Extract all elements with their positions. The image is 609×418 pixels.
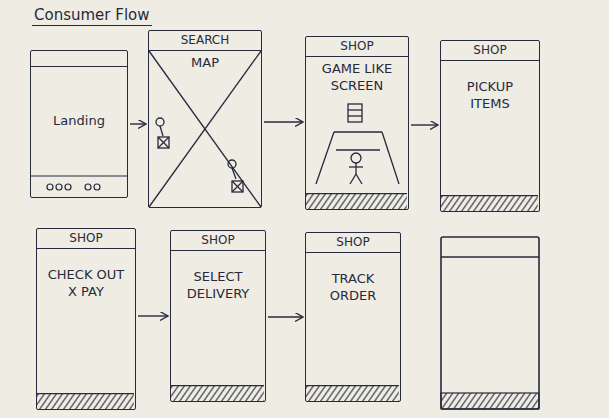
screen-body: CHECK OUT X PAY [37, 249, 135, 393]
hatched-nav-bar [306, 385, 399, 401]
screen-body: Landing [31, 67, 127, 175]
phone-screen: SHOP CHECK OUT X PAY [36, 228, 136, 410]
screen-header: SEARCH [149, 31, 261, 51]
phone-screen: SEARCH MAP [148, 30, 262, 208]
screen-label: CHECK OUT X PAY [43, 267, 129, 301]
flow-arrow [411, 124, 438, 125]
hatched-nav-bar [306, 193, 407, 209]
screen-label: SELECT DELIVERY [177, 269, 259, 303]
screen-header: SHOP [306, 233, 400, 253]
screen-label: PICKUP ITEMS [447, 79, 533, 113]
flow-arrow [268, 316, 303, 317]
screen-body: TRACK ORDER [306, 253, 400, 385]
screen-body: PICKUP ITEMS [441, 61, 539, 195]
screen-header: SHOP [37, 229, 135, 249]
diagram-title: Consumer Flow [32, 6, 152, 26]
screen-body: GAME LIKE SCREEN [306, 57, 408, 193]
hatched-nav-bar [441, 195, 538, 211]
screen-header: SHOP [441, 41, 539, 61]
screen-body: SELECT DELIVERY [171, 251, 265, 385]
screen-title: SHOP [336, 235, 369, 249]
screen-header: SHOP [306, 37, 408, 57]
phone-screen: SHOP GAME LIKE SCREEN [305, 36, 409, 210]
game-figure [316, 104, 399, 184]
flow-arrow [130, 123, 146, 124]
screen-label: GAME LIKE SCREEN [312, 61, 402, 95]
screen-title: SEARCH [181, 33, 230, 47]
screen-label: MAP [189, 55, 221, 72]
screen-label: TRACK ORDER [312, 271, 394, 305]
screen-title: SHOP [473, 43, 506, 57]
phone-screen: SHOP PICKUP ITEMS [440, 40, 540, 212]
screen-header: SHOP [171, 231, 265, 251]
map-sketch [149, 51, 261, 207]
screen-title: SHOP [69, 231, 102, 245]
screen-title: SHOP [340, 39, 373, 53]
flow-arrow [264, 121, 303, 122]
empty-screen [441, 237, 539, 409]
screen-body: MAP [149, 51, 261, 207]
page-dots [30, 176, 128, 190]
screen-label: Landing [51, 113, 107, 130]
hatched-nav-bar [171, 385, 264, 401]
phone-screen: Landing [30, 50, 128, 198]
hatched-nav-bar [37, 393, 134, 409]
flow-arrow [138, 315, 168, 316]
screen-header [31, 51, 127, 67]
screen-title: SHOP [201, 233, 234, 247]
phone-screen: SHOP SELECT DELIVERY [170, 230, 266, 402]
phone-screen: SHOP TRACK ORDER [305, 232, 401, 402]
